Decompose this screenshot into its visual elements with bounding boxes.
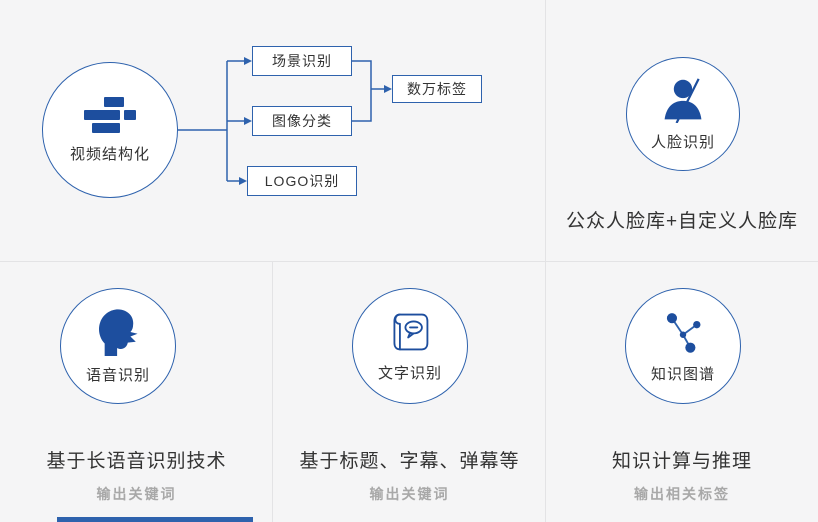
face-library-caption: 公众人脸库+自定义人脸库 — [565, 211, 799, 232]
vertical-divider-bottom — [272, 262, 273, 522]
knowledge-caption: 知识计算与推理 — [611, 451, 752, 472]
speech-caption: 基于长语音识别技术 — [46, 451, 227, 472]
ocr-subtitle: 输出关键词 — [369, 486, 450, 502]
video-structuring-circle: 视频结构化 — [42, 62, 178, 198]
horizontal-divider — [0, 261, 818, 262]
speech-recognition-label: 语音识别 — [85, 366, 150, 384]
scene-recognition-label: 场景识别 — [272, 53, 332, 69]
tags-result-box: 数万标签 — [392, 75, 482, 103]
image-classification-label: 图像分类 — [272, 113, 332, 129]
speech-recognition-section: 语音识别 基于长语音识别技术 输出关键词 — [0, 262, 273, 522]
scene-recognition-box: 场景识别 — [252, 46, 352, 76]
text-recognition-label: 文字识别 — [377, 364, 442, 382]
video-structuring-section: 视频结构化 场景识别 图像分类 LOGO识别 数万标签 — [0, 0, 546, 262]
video-structuring-label: 视频结构化 — [69, 145, 150, 163]
face-recognition-label: 人脸识别 — [650, 133, 715, 151]
bottom-accent-bar — [57, 517, 253, 522]
speech-recognition-circle: 语音识别 — [60, 288, 176, 404]
speech-head-icon — [98, 308, 138, 356]
logo-recognition-label: LOGO识别 — [264, 173, 340, 189]
text-recognition-section: 文字识别 基于标题、字幕、弹幕等 输出关键词 — [273, 262, 546, 522]
speech-subtitle: 输出关键词 — [96, 486, 177, 502]
logo-recognition-box: LOGO识别 — [247, 166, 357, 196]
knowledge-subtitle: 输出相关标签 — [634, 486, 730, 502]
image-classification-box: 图像分类 — [252, 106, 352, 136]
knowledge-graph-label: 知识图谱 — [650, 365, 715, 383]
scroll-text-icon — [393, 313, 429, 350]
knowledge-graph-icon — [666, 312, 701, 353]
face-recognition-circle: 人脸识别 — [626, 57, 740, 171]
video-blocks-icon — [84, 96, 136, 133]
text-recognition-circle: 文字识别 — [352, 288, 468, 404]
knowledge-graph-circle: 知识图谱 — [625, 288, 741, 404]
flow-connector-lines — [178, 57, 392, 185]
ocr-caption: 基于标题、字幕、弹幕等 — [299, 451, 520, 472]
tags-result-label: 数万标签 — [407, 81, 467, 97]
face-recognition-section: 人脸识别 公众人脸库+自定义人脸库 — [546, 0, 818, 262]
vertical-divider-right — [545, 0, 546, 522]
knowledge-graph-section: 知识图谱 知识计算与推理 输出相关标签 — [546, 262, 818, 522]
face-recognition-icon — [664, 77, 702, 123]
